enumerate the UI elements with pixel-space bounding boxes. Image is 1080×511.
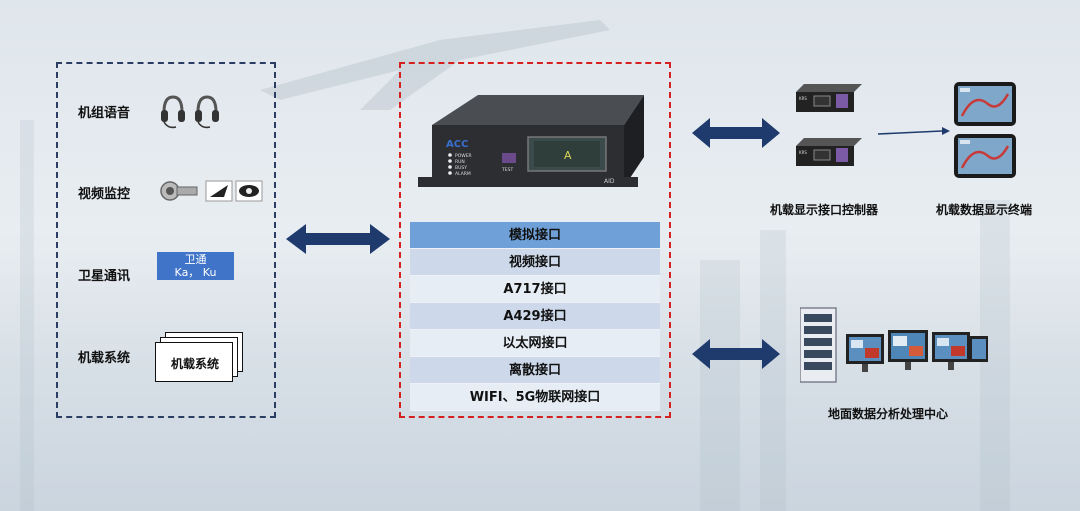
ground-center-caption: 地面数据分析处理中心 — [828, 407, 949, 421]
document-label: 机载系统 — [170, 357, 219, 371]
satellite-comm-label: 卫星通讯 — [78, 269, 131, 284]
interface-item: 以太网接口 — [410, 330, 660, 357]
acquisition-device-image: ACC POWER RUN BUSY ALARM TEST A AID — [418, 95, 644, 187]
double-arrow-icon — [692, 339, 780, 369]
connector-arrow-icon — [878, 127, 950, 135]
double-arrow-icon — [286, 224, 390, 254]
interface-item: WIFI、5G物联网接口 — [410, 384, 660, 411]
tablet-terminal-image — [954, 134, 1016, 178]
led-power: POWER — [455, 153, 472, 159]
interface-item: 视频接口 — [410, 249, 660, 276]
device-brand: ACC — [446, 139, 468, 150]
led-alarm: ALARM — [455, 171, 471, 177]
interface-item: 离散接口 — [410, 357, 660, 384]
crew-voice-label: 机组语音 — [78, 106, 131, 121]
satellite-box-line2: Ka， Ku — [174, 266, 217, 279]
double-arrow-icon — [692, 118, 780, 148]
tablet-terminal-image — [954, 82, 1016, 126]
interface-item: A429接口 — [410, 303, 660, 330]
background-tower — [20, 120, 34, 511]
document-stack-icon: 机载系统 — [155, 332, 245, 382]
ground-center-image — [800, 307, 988, 383]
background-building — [700, 260, 740, 511]
interface-item: A717接口 — [410, 276, 660, 303]
camera-icon — [160, 180, 263, 202]
controller-brand: KRS — [799, 150, 807, 155]
onboard-system-label: 机载系统 — [78, 351, 131, 366]
display-controller-image: KRS — [796, 84, 862, 112]
led-busy: BUSY — [455, 165, 467, 171]
headset-icon — [161, 95, 185, 129]
display-terminal-caption: 机载数据显示终端 — [936, 203, 1033, 217]
headset-icon — [195, 95, 219, 129]
controller-brand: KRS — [799, 96, 807, 101]
satellite-box-line1: 卫通 — [184, 253, 207, 266]
interface-list: 模拟接口 视频接口 A717接口 A429接口 以太网接口 离散接口 WIFI、… — [410, 222, 660, 411]
onboard-sources-panel — [56, 62, 276, 418]
data-acquisition-panel — [399, 62, 671, 418]
display-controller-caption: 机载显示接口控制器 — [770, 203, 879, 217]
device-model: AID — [604, 178, 615, 185]
screen-letter: A — [564, 149, 572, 162]
led-run: RUN — [455, 159, 465, 165]
video-monitor-label: 视频监控 — [78, 187, 131, 202]
background-airplane — [260, 20, 610, 110]
document-page: 机载系统 — [155, 342, 233, 382]
test-label: TEST — [501, 167, 513, 173]
display-controller-image: KRS — [796, 138, 862, 166]
background-building — [760, 230, 786, 511]
interface-item: 模拟接口 — [410, 222, 660, 249]
satellite-box: 卫通 Ka， Ku — [157, 252, 234, 280]
